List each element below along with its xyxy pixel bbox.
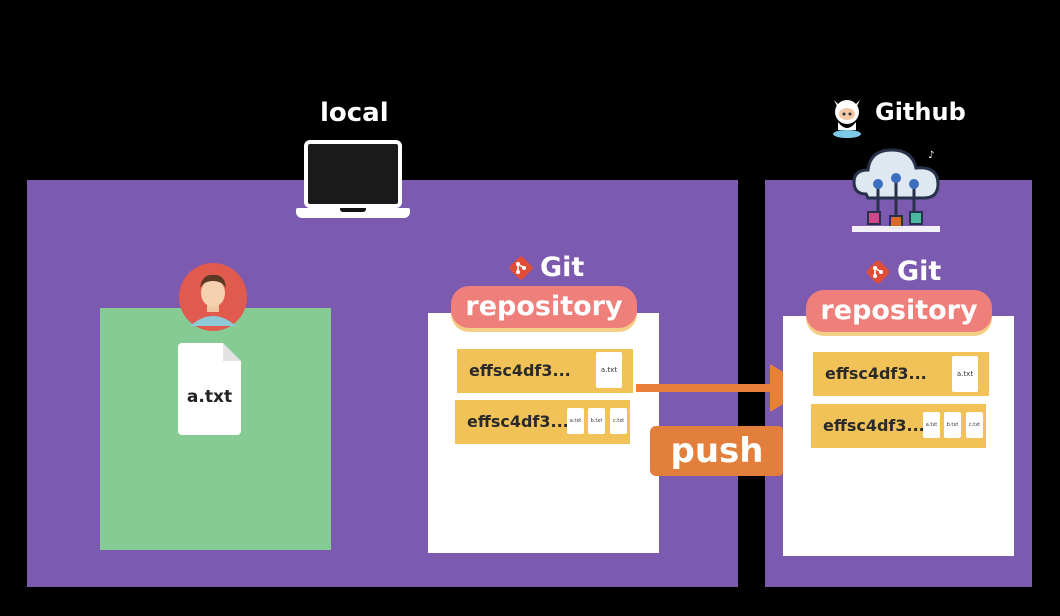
- github-label: Github: [875, 98, 966, 126]
- laptop-icon: [296, 140, 410, 220]
- local-label: local: [320, 98, 389, 128]
- user-avatar: [179, 263, 247, 331]
- file-fold: [223, 343, 241, 361]
- commit-hash: effsc4df3...: [825, 364, 927, 383]
- push-label: push: [650, 426, 784, 476]
- mini-file: a.txt: [952, 356, 978, 392]
- octocat-icon: [833, 100, 861, 138]
- mini-file: a.txt: [923, 412, 940, 438]
- file-icon: a.txt: [178, 343, 241, 435]
- laptop-notch: [340, 208, 366, 212]
- commit-hash: effsc4df3...: [467, 412, 569, 431]
- git-icon: [866, 260, 890, 283]
- commit-hash: effsc4df3...: [469, 361, 571, 380]
- mini-file: b.txt: [944, 412, 961, 438]
- git-label: Git: [540, 252, 585, 283]
- local-repository-label: repository: [451, 286, 637, 328]
- github-git-logo: Git: [865, 256, 941, 287]
- mini-file: c.txt: [966, 412, 983, 438]
- git-label: Git: [897, 256, 942, 287]
- cloud-network-icon: ♪: [852, 148, 940, 232]
- mini-file: b.txt: [588, 408, 605, 434]
- laptop-base: [296, 208, 410, 218]
- commit-hash: effsc4df3...: [823, 416, 925, 435]
- mini-file: a.txt: [567, 408, 584, 434]
- local-git-logo: Git: [508, 252, 584, 283]
- git-icon: [509, 256, 533, 279]
- laptop-screen: [304, 140, 402, 208]
- github-repository-label: repository: [806, 290, 992, 332]
- mini-file: a.txt: [596, 352, 622, 388]
- file-name: a.txt: [186, 387, 233, 407]
- svg-text:♪: ♪: [928, 150, 934, 161]
- mini-file: c.txt: [610, 408, 627, 434]
